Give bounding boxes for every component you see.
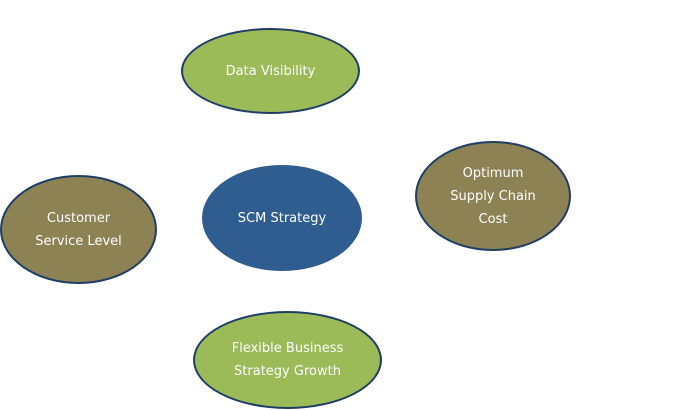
data-visibility-label: Data Visibility: [225, 63, 316, 79]
scm-strategy-center-node: SCM Strategy: [202, 165, 362, 271]
flexible-business-strategy-growth-node: Flexible Business Strategy Growth: [193, 311, 382, 409]
customer-service-level-label: Customer Service Level: [35, 210, 122, 249]
optimum-supply-chain-cost-label: Optimum Supply Chain Cost: [450, 165, 536, 227]
optimum-supply-chain-cost-node: Optimum Supply Chain Cost: [415, 141, 571, 251]
flexible-business-strategy-growth-label: Flexible Business Strategy Growth: [231, 341, 344, 379]
customer-service-level-node: Customer Service Level: [0, 175, 157, 284]
data-visibility-node: Data Visibility: [181, 28, 360, 114]
scm-strategy-label: SCM Strategy: [237, 210, 327, 226]
